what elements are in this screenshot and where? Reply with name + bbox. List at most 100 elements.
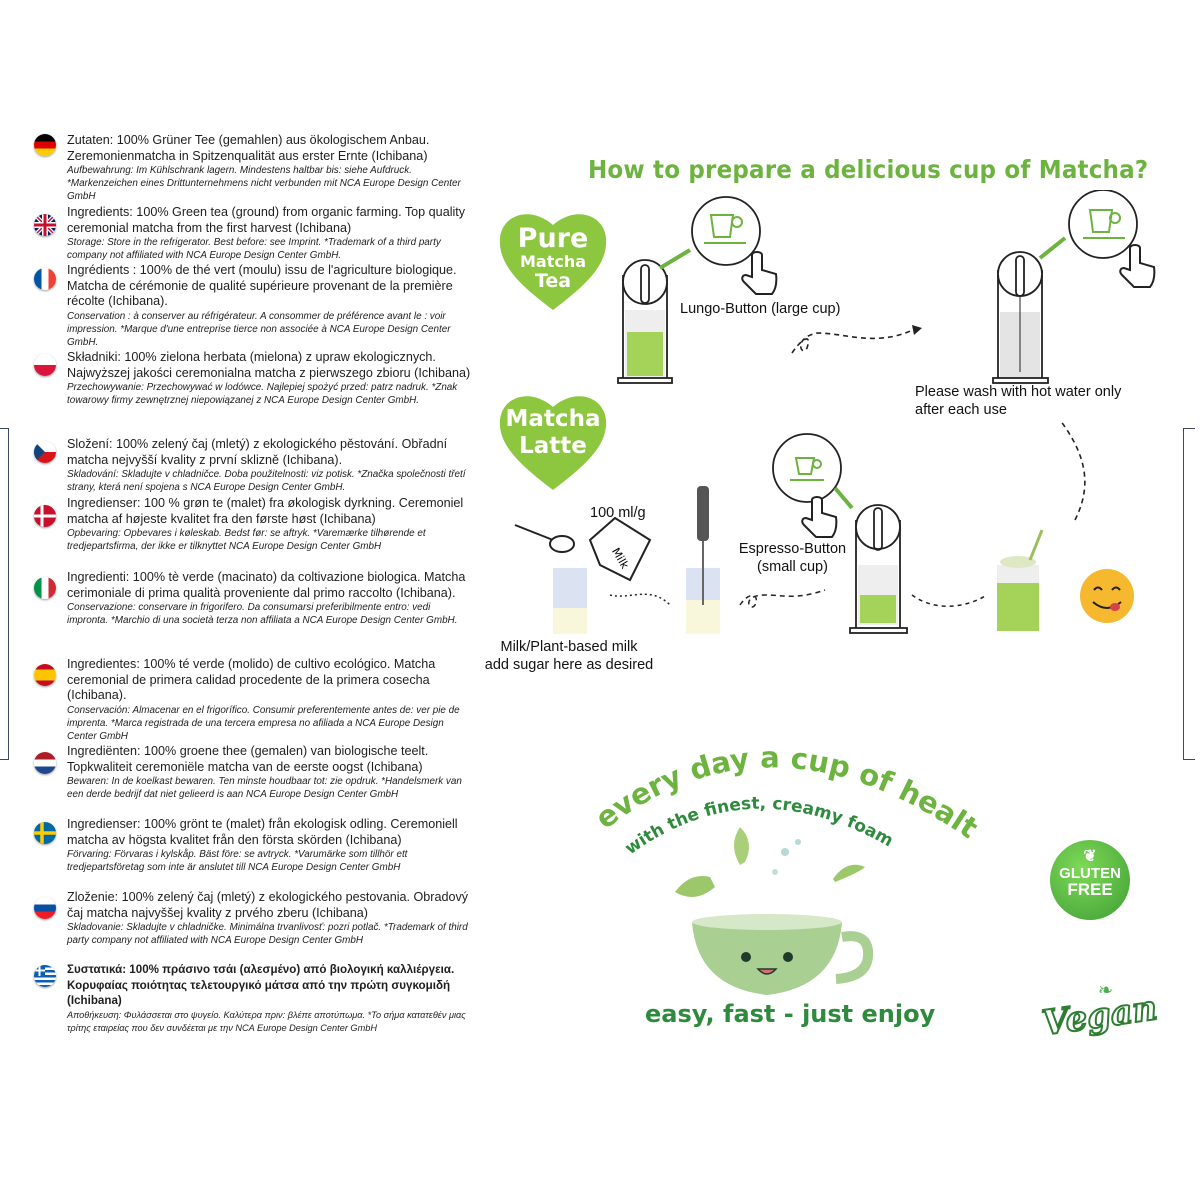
storage-note: Przechowywanie: Przechowywać w lodówce. … (67, 382, 458, 407)
dashed-arrow (791, 327, 918, 354)
storage-note: Opbevaring: Opbevares i køleskab. Bedst … (67, 528, 426, 553)
storage-note: Bewaren: In de koelkast bewaren. Ten min… (67, 776, 462, 801)
wash-label: Please wash with hot water only after ea… (915, 383, 1121, 419)
latte-heart-icon (499, 396, 607, 490)
heart-line: Pure (517, 223, 589, 254)
ingredients-text: Ingrediënten: 100% groene thee (gemalen)… (67, 744, 429, 774)
wheat-icon: ❦ (1083, 848, 1097, 865)
arrow-head (912, 325, 922, 335)
storage-note: Förvaring: Förvaras i kylskåp. Bäst före… (67, 849, 408, 874)
language-block-gr: Συστατικά: 100% πράσινο τσάι (αλεσμένο) … (67, 962, 472, 1035)
storage-note: Storage: Store in the refrigerator. Best… (67, 237, 441, 262)
spain-flag-icon (34, 664, 56, 686)
machine-espresso-icon (772, 433, 908, 634)
ingredients-text: Ingredienti: 100% tè verde (macinato) da… (67, 570, 466, 600)
guide-title: How to prepare a delicious cup of Matcha… (588, 155, 1149, 184)
storage-note: Conservazione: conservare in frigorifero… (67, 602, 458, 627)
ingredients-text: Ingredients: 100% Green tea (ground) fro… (67, 205, 466, 235)
uk-flag-icon (34, 214, 56, 236)
green-arrow-icon (833, 486, 854, 510)
language-block-sk: Zloženie: 100% zelený čaj (mletý) z ekol… (67, 890, 472, 947)
ingredients-text: Ingrédients : 100% de thé vert (moulu) i… (67, 263, 457, 309)
ingredients-text: Zutaten: 100% Grüner Tee (gemahlen) aus … (67, 133, 430, 163)
slogan-top: every day a cup of health (580, 720, 984, 845)
france-flag-icon (34, 268, 56, 290)
glass-frother-icon (686, 486, 720, 634)
badge-line: FREE (1067, 880, 1113, 899)
dashed-arrow (739, 589, 826, 608)
poland-flag-icon (34, 354, 56, 376)
smiling-cup-illustration (675, 827, 874, 995)
vegan-badge: ❧ Vegan (1036, 980, 1161, 1045)
milk-line: add sugar here as desired (484, 657, 654, 673)
slogan-arc: every day a cup of health with the fines… (580, 720, 984, 995)
storage-note: Skladovanie: Skladujte v chladničke. Min… (67, 922, 468, 947)
germany-flag-icon (34, 134, 56, 156)
storage-note: Αποθήκευση: Φυλάσσεται στο ψυγείο. Καλύτ… (67, 1009, 466, 1033)
heart-line: Matcha (519, 252, 587, 271)
wash-line: after each use (915, 402, 1007, 418)
green-arrow-icon (658, 248, 692, 270)
lungo-label: Lungo-Button (large cup) (680, 301, 841, 317)
leaf-icon: ❧ (1098, 980, 1114, 1000)
svg-text:every day a cup of health: every day a cup of health (580, 720, 984, 845)
language-block-pl: Składniki: 100% zielona herbata (mielona… (67, 350, 472, 407)
heart-line: Latte (519, 433, 587, 459)
heart-line: Matcha (505, 406, 601, 432)
milk-carton-icon (588, 516, 652, 582)
matcha-latte-glass-icon (997, 529, 1044, 631)
badge-line: GLUTEN (1059, 865, 1121, 882)
green-arrow-icon (1038, 236, 1067, 260)
ingredients-text: Ingredientes: 100% té verde (molido) de … (67, 657, 436, 703)
pure-heart-icon (499, 214, 607, 310)
cup-icon (704, 214, 746, 244)
glass-milk-icon (553, 568, 587, 634)
right-bracket (1183, 428, 1195, 760)
ingredients-text: Ingredienser: 100% grönt te (malet) från… (67, 817, 458, 847)
italy-flag-icon (34, 577, 56, 599)
ingredients-text: Ingredienser: 100 % grøn te (malet) fra … (67, 496, 464, 526)
storage-note: Skladování: Skladujte v chladničce. Doba… (67, 469, 466, 494)
language-block-dk: Ingredienser: 100 % grøn te (malet) fra … (67, 496, 472, 553)
milk-label: Milk/Plant-based milk add sugar here as … (474, 638, 664, 674)
latte-heart-label: Matcha Latte (505, 408, 601, 458)
slogan-sub: with the finest, creamy foam (621, 794, 896, 859)
sweden-flag-icon (34, 822, 56, 844)
cup-icon (790, 457, 824, 481)
dose-label: 100 ml/g (590, 505, 646, 521)
ingredients-text: Zloženie: 100% zelený čaj (mletý) z ekol… (67, 890, 469, 920)
machine-lungo-icon (617, 196, 761, 384)
hand-pointer-icon (1119, 244, 1156, 288)
storage-note: Aufbewahrung: Im Kühlschrank lagern. Min… (67, 165, 461, 203)
storage-note: Conservación: Almacenar en el frigorífic… (67, 704, 460, 742)
greece-flag-icon (34, 965, 56, 987)
language-block-fr: Ingrédients : 100% de thé vert (moulu) i… (67, 263, 472, 349)
heart-line: Tea (534, 270, 572, 292)
hand-pointer-icon (741, 251, 778, 295)
vegan-label: Vegan (1039, 987, 1161, 1045)
language-block-se: Ingredienser: 100% grönt te (malet) från… (67, 817, 472, 874)
dashed-arrow (911, 594, 988, 607)
milk-line: Milk/Plant-based milk (500, 639, 638, 655)
language-block-it: Ingredienti: 100% tè verde (macinato) da… (67, 570, 472, 627)
wash-line: Please wash with hot water only (915, 384, 1122, 400)
cup-icon (1083, 209, 1125, 239)
ingredients-text: Składniki: 100% zielona herbata (mielona… (67, 350, 471, 380)
slovakia-flag-icon (34, 897, 56, 919)
netherlands-flag-icon (34, 752, 56, 774)
yum-emoji-icon (1080, 569, 1134, 623)
ingredients-text: Složení: 100% zelený čaj (mletý) z ekolo… (67, 437, 448, 467)
svg-text:with the finest, creamy foam: with the finest, creamy foam (621, 794, 896, 859)
gluten-free-badge: ❦ GLUTEN FREE (1050, 840, 1130, 920)
denmark-flag-icon (34, 505, 56, 527)
machine-wash-icon (992, 190, 1138, 384)
espresso-label: Espresso-Button (small cup) (730, 540, 855, 576)
hand-pointer-icon (801, 496, 838, 538)
storage-note: Conservation : à conserver au réfrigérat… (67, 310, 451, 348)
language-block-es: Ingredientes: 100% té verde (molido) de … (67, 657, 472, 743)
language-block-de: Zutaten: 100% Grüner Tee (gemahlen) aus … (67, 133, 472, 203)
dotted-arrow (609, 593, 671, 606)
dashed-arrow (1059, 419, 1086, 521)
guide-illustrations: Milk (499, 190, 1156, 634)
spoon-icon (514, 524, 575, 553)
